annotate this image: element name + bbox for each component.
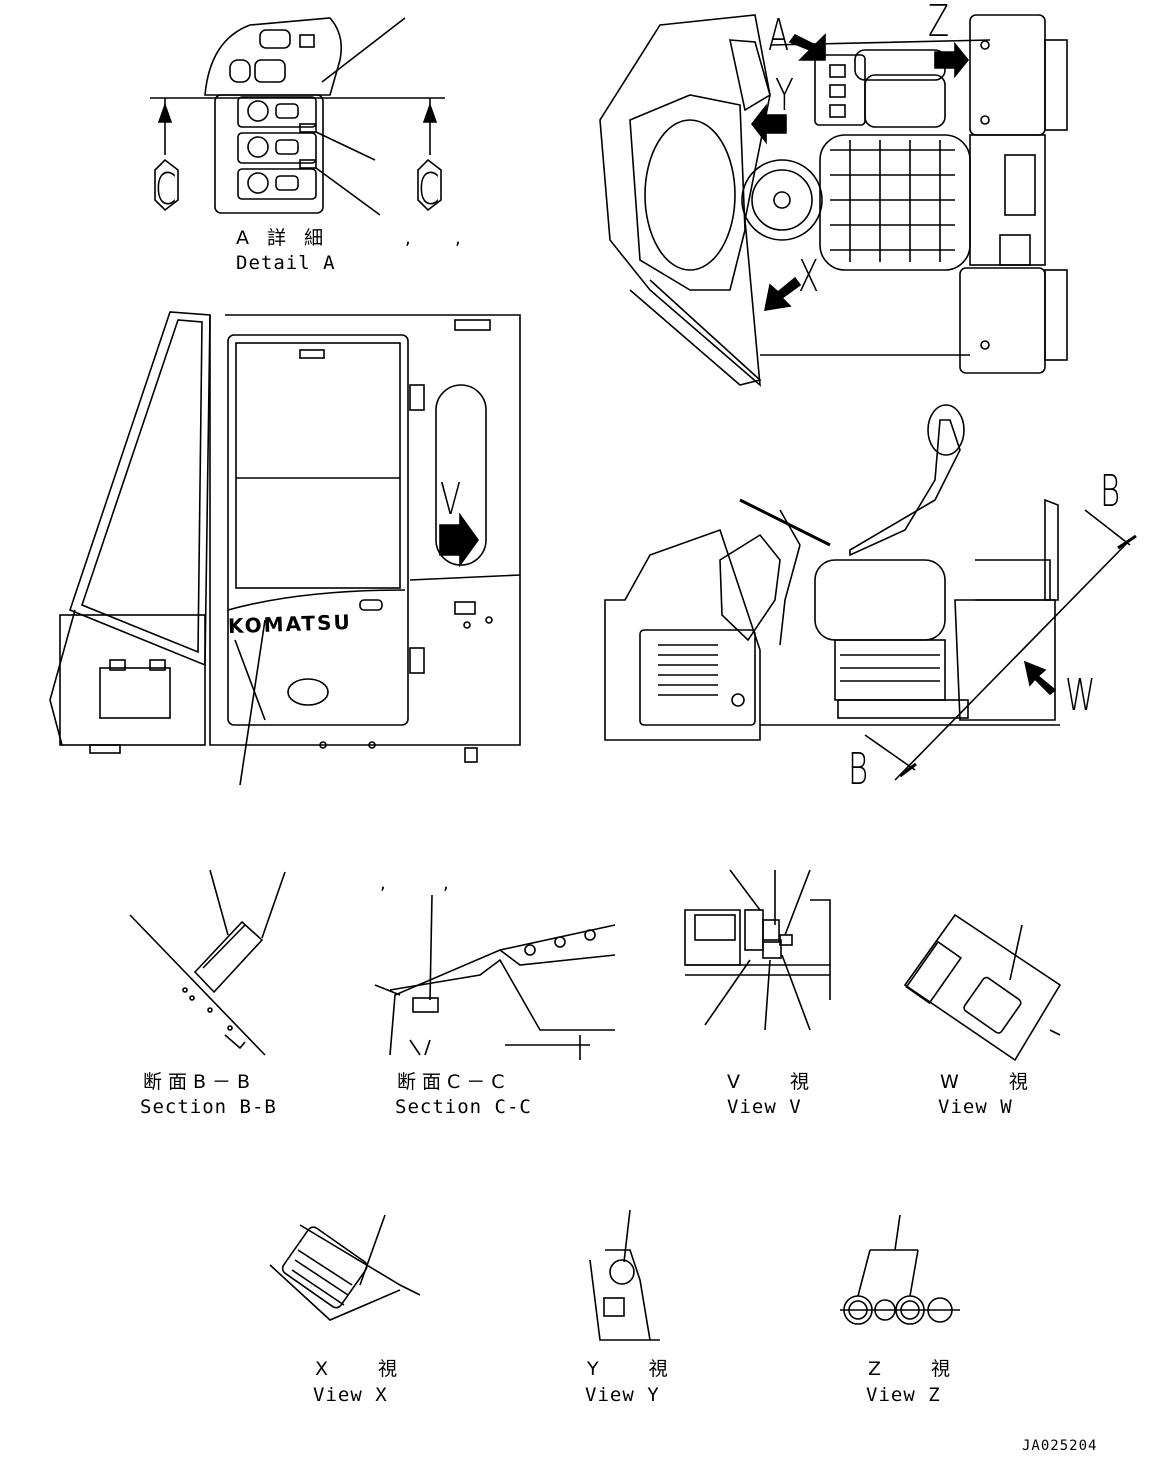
section-bb-jp-label: 断面B－B (143, 1071, 257, 1093)
callout-b-bottom: B (848, 744, 869, 795)
section-bb-en-label: Section B-B (140, 1096, 277, 1118)
view-z-en-label: View Z (866, 1384, 941, 1406)
section-cc-en-label: Section C-C (395, 1096, 532, 1118)
callout-y: Y (775, 70, 794, 121)
section-bb-drawing (129, 869, 286, 1056)
section-cc-drawing (374, 894, 616, 1060)
view-x-en-label: View X (313, 1384, 388, 1406)
detail-a-drawing (150, 17, 445, 216)
stray-mark: , (443, 873, 449, 894)
drawing-code: JA025204 (1022, 1438, 1098, 1454)
view-w-jp-label: W 視 (940, 1071, 1050, 1093)
callout-b-top: B (1100, 466, 1121, 517)
view-v-drawing (684, 869, 831, 1031)
view-x-drawing (269, 1214, 421, 1321)
cab-top-view (599, 14, 1068, 387)
view-z-drawing (840, 1214, 960, 1325)
view-y-en-label: View Y (585, 1384, 660, 1406)
callout-a: A (768, 10, 790, 61)
section-cc-jp-label: 断面C－C (397, 1071, 511, 1093)
callout-z: Z (928, 0, 950, 47)
callout-x: X (798, 251, 820, 302)
callout-c-right: C (418, 164, 440, 215)
stray-mark: , (380, 873, 386, 894)
view-y-drawing (589, 1209, 660, 1341)
view-w-drawing (903, 913, 1062, 1062)
operator-side-view (604, 404, 1137, 781)
callout-w: W (1065, 670, 1096, 721)
view-w-en-label: View W (938, 1096, 1013, 1118)
stray-mark: , (455, 228, 461, 249)
komatsu-logo: KOMATSU (227, 609, 353, 639)
callout-c-left: C (155, 164, 177, 215)
stray-mark: , (405, 228, 411, 249)
cab-side-view (49, 311, 521, 786)
detail-a-jp-label: A 詳 細 (236, 227, 330, 249)
view-y-jp-label: Y 視 (587, 1358, 690, 1380)
view-z-jp-label: Z 視 (868, 1358, 973, 1380)
view-x-jp-label: X 視 (315, 1358, 420, 1380)
detail-a-en-label: Detail A (236, 252, 336, 274)
view-v-jp-label: V 視 (727, 1071, 832, 1093)
callout-v: V (440, 474, 462, 525)
view-v-en-label: View V (727, 1096, 802, 1118)
